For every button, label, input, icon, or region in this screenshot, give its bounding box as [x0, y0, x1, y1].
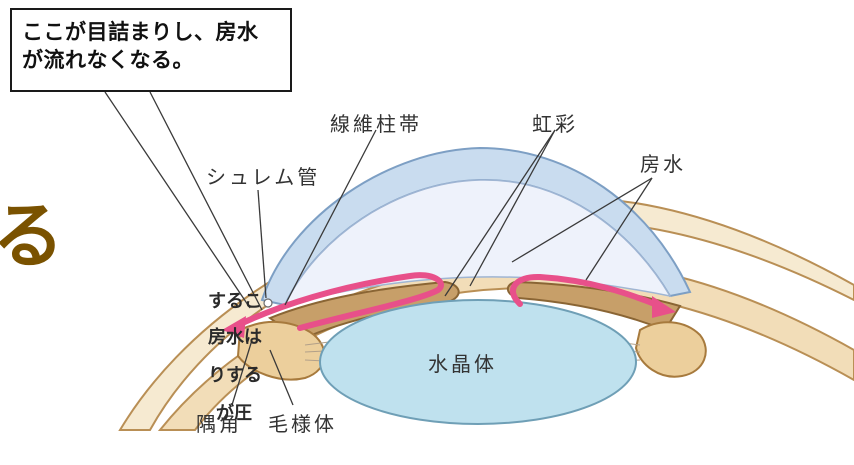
callout-line-1: ここが目詰まりし、房水	[22, 18, 280, 46]
label-schlemm-canal: シュレム管	[206, 165, 320, 189]
label-ciliary-body: 毛様体	[268, 412, 337, 436]
label-iris: 虹彩	[532, 112, 578, 136]
label-angle: 隅角	[196, 412, 242, 436]
label-aqueous-humor: 房水	[640, 152, 686, 176]
label-lens: 水晶体	[428, 352, 497, 376]
callout-box: ここが目詰まりし、房水 が流れなくなる。	[10, 8, 292, 92]
schlemm-canal	[264, 299, 272, 307]
body-text-line-1: するこ	[208, 291, 262, 313]
callout-line-2: が流れなくなる。	[22, 46, 280, 74]
label-trabecular-meshwork: 線維柱帯	[330, 112, 422, 136]
body-text-line-2: 房水は	[208, 327, 262, 349]
heading-fragment: る	[0, 196, 64, 276]
body-text-line-3: りする	[208, 365, 262, 387]
ciliary-body-right	[636, 322, 706, 376]
